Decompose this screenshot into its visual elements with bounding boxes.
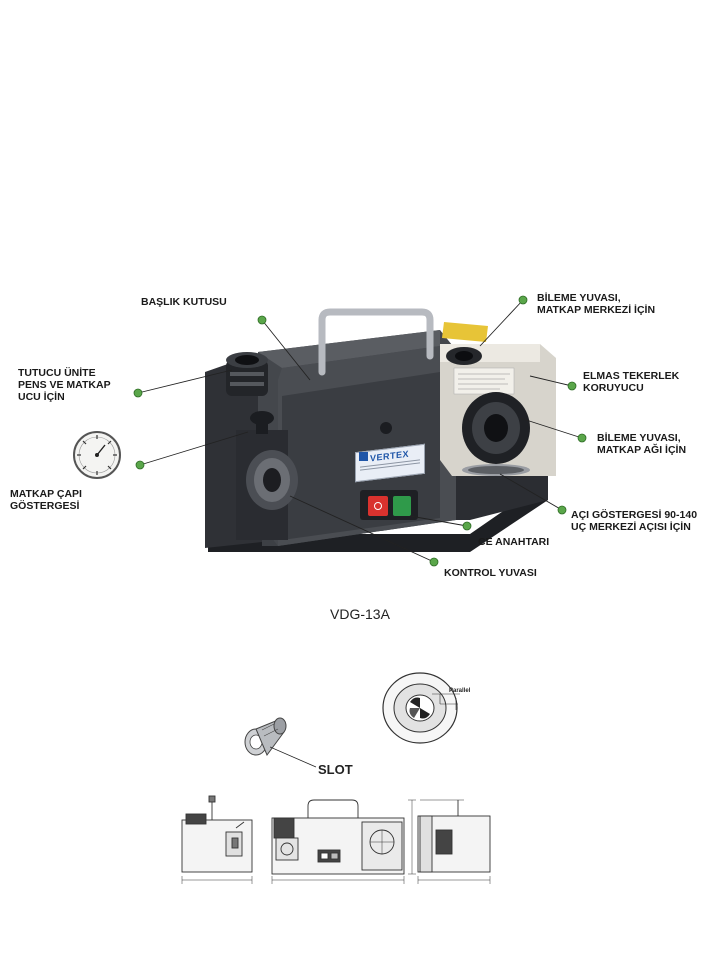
green-start-switch xyxy=(393,496,411,516)
callout-dot xyxy=(557,505,567,515)
parallel-label: Parallel xyxy=(449,688,471,694)
brand-logo-mark xyxy=(359,452,368,461)
collet-slot-illustration xyxy=(244,717,287,757)
label-aci-gostergesi: AÇI GÖSTERGESİ 90-140 UÇ MERKEZİ AÇISI İ… xyxy=(571,509,698,533)
label-tutucu-unite: TUTUCU ÜNİTE PENS VE MATKAP UCU İÇİN xyxy=(18,367,111,403)
callout-dot xyxy=(135,460,145,470)
slot-leader-line xyxy=(270,746,317,768)
label-bileme-agi: BİLEME YUVASI, MATKAP AĞI İÇİN xyxy=(597,432,687,456)
drill-diameter-gauge-icon xyxy=(73,431,121,479)
label-elmas-tekerlek: ELMAS TEKERLEK KORUYUCU xyxy=(583,370,680,394)
callout-dot xyxy=(257,315,267,325)
slot-label: SLOT xyxy=(318,762,353,777)
callout-dot xyxy=(133,388,143,398)
callout-dot xyxy=(462,521,472,531)
label-baslik-kutusu: BAŞLIK KUTUSU xyxy=(141,296,227,308)
label-bileme-merkez: BİLEME YUVASI, MATKAP MERKEZİ İÇİN xyxy=(537,292,656,316)
label-ce-anahtari: CE ANAHTARI xyxy=(478,536,550,548)
callout-dot xyxy=(577,433,587,443)
red-switch-ring-icon xyxy=(374,502,382,510)
model-caption: VDG-13A xyxy=(330,606,390,622)
callout-dot xyxy=(518,295,528,305)
label-kontrol-yuvasi: KONTROL YUVASI xyxy=(444,567,537,579)
callout-dot xyxy=(429,557,439,567)
label-matkap-capi: MATKAP ÇAPI GÖSTERGESİ xyxy=(10,488,82,512)
callout-dot xyxy=(567,381,577,391)
parallel-wheel-detail xyxy=(382,672,460,744)
